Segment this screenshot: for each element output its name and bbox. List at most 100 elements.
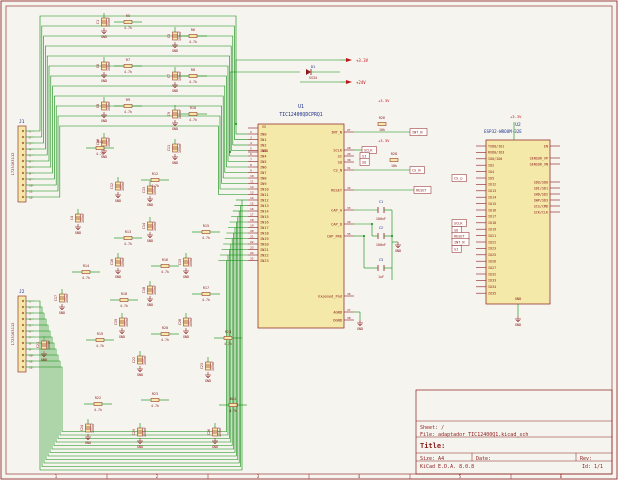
title-block [415, 389, 613, 475]
u2-pin-name: IO35 [488, 292, 496, 296]
capacitor-body [119, 317, 125, 327]
resistor-ref: R28 [391, 152, 397, 156]
capacitor-ref: C15 [178, 259, 182, 265]
capacitor-body [137, 355, 143, 365]
gnd-label: GND [172, 161, 178, 165]
diode-d1 [306, 69, 311, 75]
connector-pin [21, 311, 25, 315]
input-wire [34, 238, 233, 446]
u1-pin-name: IN10 [260, 187, 269, 191]
u2-pin-name: IO32 [488, 272, 496, 276]
u1-pin-name: IN17 [260, 226, 269, 230]
gnd-label: GND [172, 127, 178, 131]
gnd-label: GND [395, 249, 401, 253]
input-wire [34, 260, 227, 432]
u2-part: ESP32-WROOM-32E [484, 129, 522, 134]
resistor-ref: R17 [203, 286, 209, 290]
u1-pin-name: IN0 [260, 132, 267, 136]
capacitor-body [115, 181, 121, 191]
vdd-wire [229, 71, 300, 152]
u2-ref: U2 [515, 122, 521, 128]
capacitor-body [101, 101, 107, 111]
gnd-label: GND [137, 445, 143, 449]
frame-col-label: 1 [55, 474, 58, 479]
power-arrow [346, 58, 352, 62]
gnd-label: GND [101, 155, 107, 159]
power-3v3: +3.3V [356, 58, 369, 63]
gnd-label: GND [183, 335, 189, 339]
u1-pin-number: 18 [250, 218, 254, 222]
resistor-ref: R7 [126, 58, 130, 62]
u1-pin-name: IN14 [260, 209, 269, 213]
resistor-ref: R9 [126, 98, 130, 102]
resistor-value: 10k [391, 164, 397, 168]
resistor-value: 4.7k [124, 26, 132, 30]
power-3v3: +3.3V [378, 138, 390, 143]
resistor-body [160, 264, 170, 268]
net-si-u2: SI [454, 248, 458, 252]
net-si-u2-box [451, 245, 462, 253]
u2-gnd-pin: GND [515, 297, 522, 301]
u1-pin-name: IN19 [260, 237, 269, 241]
input-wire [34, 95, 224, 180]
gnd-label: GND [101, 79, 107, 83]
u1-pin-name: SO [338, 160, 342, 164]
capacitor-body [115, 257, 121, 267]
resistor-ref: R16 [162, 258, 168, 262]
resistor-body [93, 402, 103, 406]
u1-pin-number: 19 [250, 224, 254, 228]
u1-pin-name: IN7 [260, 171, 267, 175]
capacitor-body [172, 143, 178, 153]
resistor-value: 4.7k [202, 298, 210, 302]
connector-ref-J2: J2 [19, 289, 25, 295]
gnd-label: GND [59, 311, 65, 315]
u1-pin-name: IN16 [260, 220, 269, 224]
connector-pin [21, 329, 25, 333]
resistor-body [201, 292, 211, 296]
net-reset-u2: RESET [454, 235, 465, 239]
capacitor-body [75, 213, 81, 223]
u1-part: TIC12400QDCPRQ1 [279, 112, 322, 118]
tb-size: Size: A4 [420, 456, 445, 462]
capacitor-value: 100nF [125, 317, 129, 327]
capacitor-ref: C23 [200, 363, 204, 369]
u2-pin-name: RXD0/IO3 [488, 151, 504, 155]
resistor-body [95, 146, 105, 150]
resistor-ref: R21 [225, 330, 231, 334]
u1-pin-name: IN4 [260, 154, 267, 158]
connector-pin [21, 135, 25, 139]
resistor-value: 4.7k [189, 40, 197, 44]
connector-part-J2: 1723163112 [10, 323, 15, 346]
capacitor-value: 100nF [107, 137, 111, 147]
u1-pin-number: 2 [250, 130, 252, 134]
connector-pin [21, 141, 25, 145]
capacitor-ref: C14 [142, 223, 146, 229]
u2-pin-name: IO15 [488, 202, 496, 206]
u2-pin-name: IO22 [488, 240, 496, 244]
gnd-label: GND [172, 49, 178, 53]
u2-pin-name: SENSOR_VP [530, 156, 548, 160]
u2-pin-name: IO2 [488, 164, 494, 168]
u1-pin-name: IN15 [260, 215, 269, 219]
u1-pin-number: 21 [250, 235, 254, 239]
input-wire [34, 35, 234, 145]
capacitor-body [85, 423, 91, 433]
u1-pin-number: 34 [347, 220, 351, 224]
capacitor-value: 100nF [153, 221, 157, 231]
gnd-label: GND [212, 445, 218, 449]
u2-pin-name: IO16 [488, 208, 496, 212]
resistor-value: 4.7k [189, 118, 197, 122]
resistor-body [150, 398, 160, 402]
capacitor-ref: C19 [114, 319, 118, 325]
capacitor-body [147, 285, 153, 295]
tb-rev: Rev: [580, 456, 593, 462]
resistor-ref: R10 [190, 106, 196, 110]
input-wire [34, 15, 237, 134]
net-cs-n: CS_N [412, 169, 420, 173]
power-arrow [346, 80, 352, 84]
gnd-label: GND [119, 335, 125, 339]
tb-sheet: Sheet: / [420, 425, 445, 431]
connector-pin [21, 299, 25, 303]
